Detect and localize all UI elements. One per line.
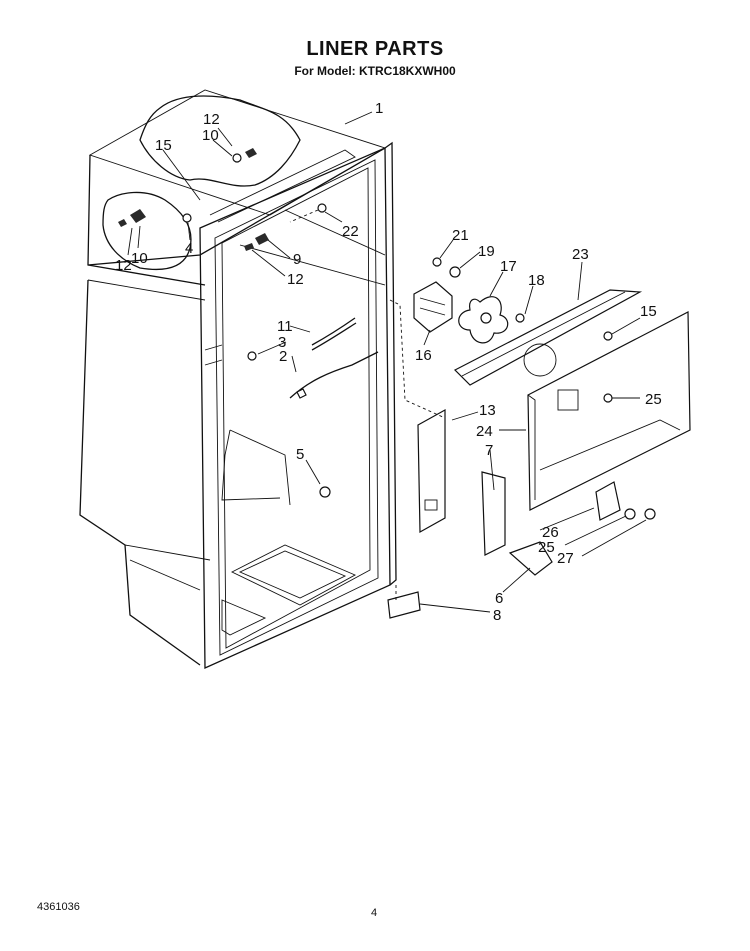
callout-25b: 25 [538, 539, 555, 556]
page-number: 4 [371, 907, 378, 919]
callout-26: 26 [542, 524, 559, 541]
callout-1: 1 [375, 100, 383, 117]
callout-13: 13 [479, 402, 496, 419]
callout-25a: 25 [645, 391, 662, 408]
callout-18: 18 [528, 272, 545, 289]
model-subtitle: For Model: KTRC18KXWH00 [294, 64, 456, 78]
page-title: LINER PARTS [306, 38, 444, 60]
interior-parts [244, 203, 379, 498]
leader-lines [127, 111, 647, 613]
callout-12c: 12 [287, 271, 304, 288]
callout-5: 5 [296, 446, 304, 463]
callout-17: 17 [500, 258, 517, 275]
callout-10a: 10 [202, 127, 219, 144]
callout-23: 23 [572, 246, 589, 263]
callout-21: 21 [452, 227, 469, 244]
callout-15a: 15 [155, 137, 172, 154]
callout-24: 24 [476, 423, 493, 440]
callout-8: 8 [493, 607, 501, 624]
callout-12b: 12 [115, 257, 132, 274]
callout-6: 6 [495, 590, 503, 607]
cabinet-liner [79, 89, 397, 669]
callout-7: 7 [485, 442, 493, 459]
callout-3: 3 [278, 334, 286, 351]
callout-19: 19 [478, 243, 495, 260]
callout-27: 27 [557, 550, 574, 567]
callout-4: 4 [185, 240, 193, 257]
callout-11: 11 [277, 318, 293, 335]
callout-labels: 1 12 10 15 12 10 4 22 9 12 11 3 2 5 21 1… [115, 100, 662, 624]
callout-2: 2 [279, 348, 287, 365]
document-number: 4361036 [37, 901, 80, 913]
callout-9: 9 [293, 251, 301, 268]
insulation-cutouts [102, 95, 301, 271]
exploded-parts [387, 257, 691, 619]
callout-10b: 10 [131, 250, 148, 267]
callout-22: 22 [342, 223, 359, 240]
callout-12a: 12 [203, 111, 220, 128]
callout-16: 16 [415, 347, 432, 364]
callout-15b: 15 [640, 303, 657, 320]
